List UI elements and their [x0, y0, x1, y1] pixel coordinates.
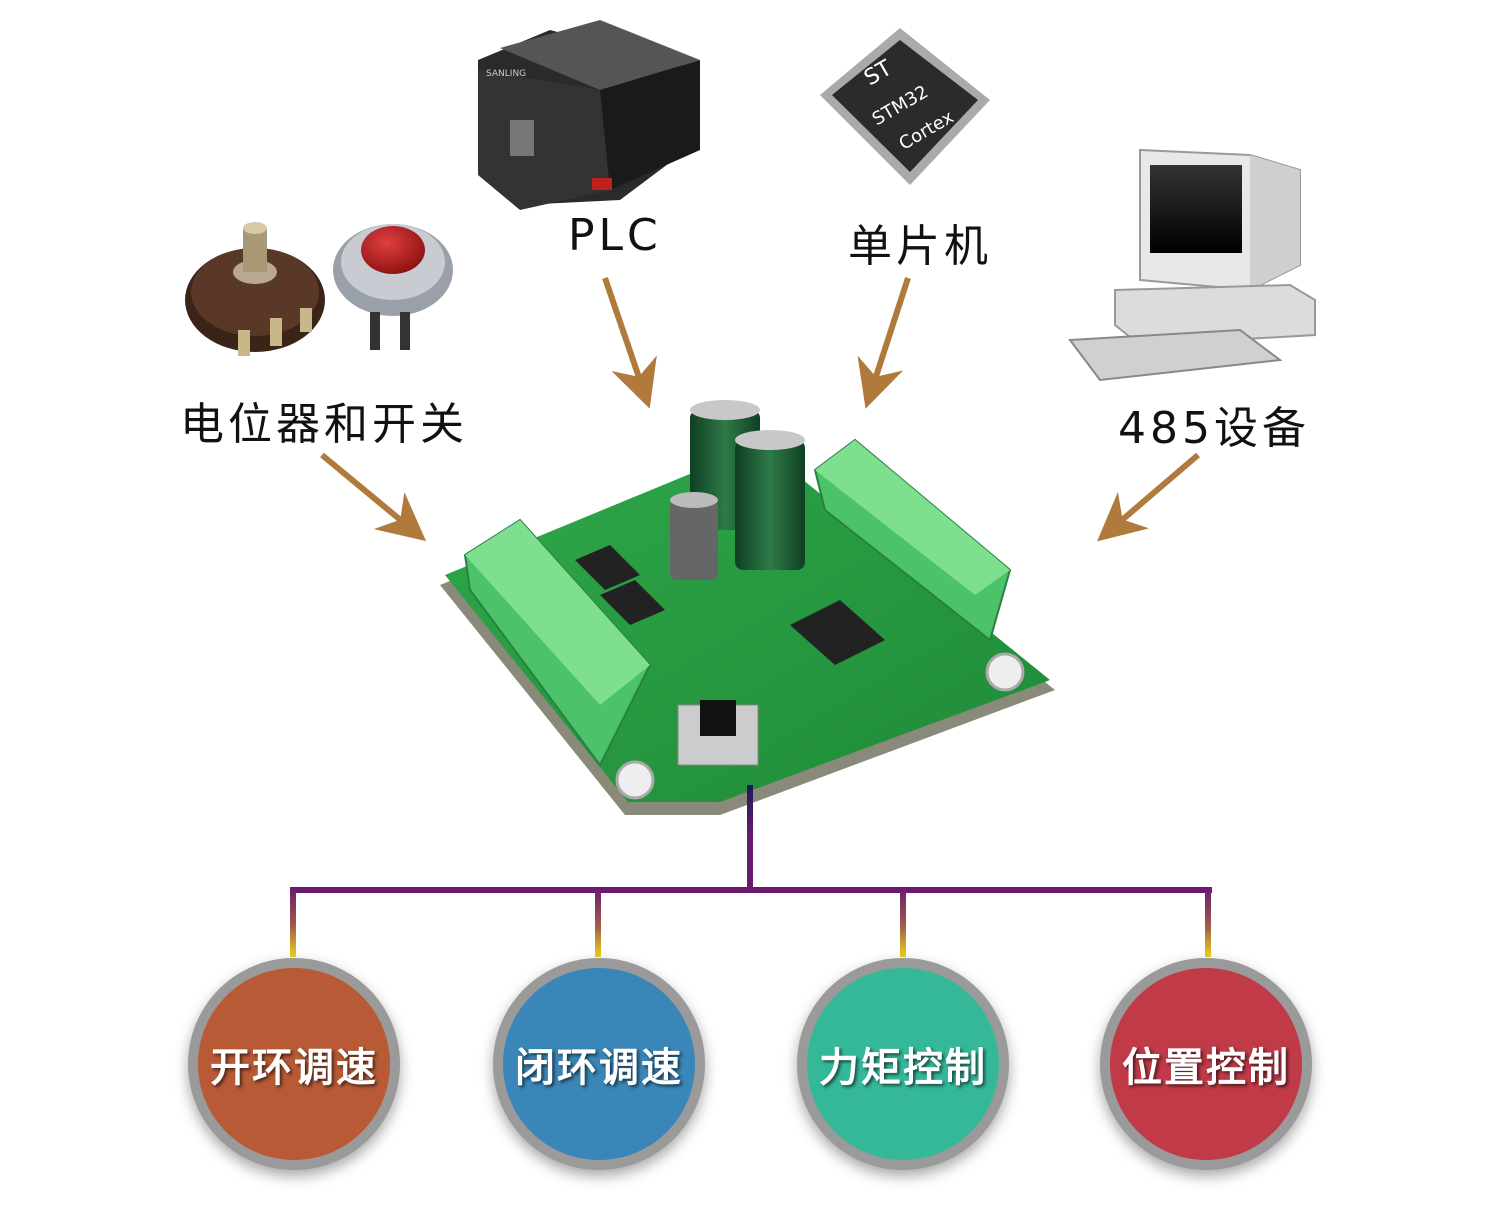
mode-label-open-loop: 开环调速: [210, 1045, 378, 1091]
tree-drop-4: [1205, 887, 1211, 957]
motor-driver-board-icon: [440, 400, 1055, 815]
plc-icon: SANLING: [478, 20, 700, 210]
mode-circle-closed-loop: 闭环调速: [493, 958, 705, 1170]
input-arrows: [320, 277, 1200, 542]
mode-tree-lines: [290, 785, 1212, 957]
arrow-mcu-to-board: [857, 277, 911, 409]
tree-drop-3: [900, 887, 906, 957]
mode-circle-open-loop: 开环调速: [188, 958, 400, 1170]
label-mcu: 单片机: [848, 221, 992, 272]
arrow-plc-to-board: [602, 277, 657, 409]
tree-stem: [747, 785, 753, 890]
tree-drop-2: [595, 887, 601, 957]
mcu-chip-icon: ST STM32 Cortex: [820, 28, 990, 185]
mode-circle-torque: 力矩控制: [797, 958, 1009, 1170]
mode-circle-position: 位置控制: [1100, 958, 1312, 1170]
tree-drop-1: [290, 887, 296, 957]
mode-label-position: 位置控制: [1122, 1045, 1290, 1091]
mode-label-closed-loop: 闭环调速: [515, 1045, 683, 1091]
mode-label-torque: 力矩控制: [819, 1045, 987, 1091]
tree-horizontal: [290, 887, 1212, 893]
svg-text:SANLING: SANLING: [486, 69, 526, 79]
label-485-device: 485设备: [1118, 403, 1310, 454]
arrow-pot-to-board: [320, 452, 427, 542]
potentiometer-and-switch-icon: [185, 222, 453, 356]
label-pot-switch: 电位器和开关: [180, 399, 468, 450]
label-plc: PLC: [568, 210, 662, 261]
arrow-485-to-board: [1097, 452, 1200, 542]
computer-icon: [1068, 148, 1316, 382]
